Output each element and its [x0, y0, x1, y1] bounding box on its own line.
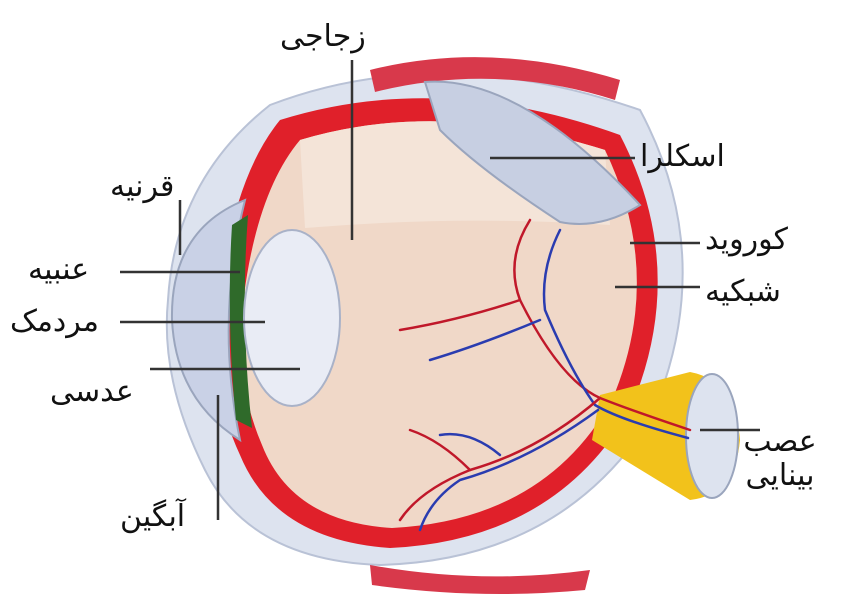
label-choroid: کوروید [705, 223, 788, 257]
label-retina: شبکیه [705, 275, 781, 309]
label-vitreous: زجاجی [280, 20, 366, 54]
label-pupil: مردمک [10, 305, 99, 339]
label-lens: عدسی [50, 375, 134, 409]
lens [244, 230, 340, 406]
label-optic-nerve: عصب بینایی [720, 425, 840, 493]
label-sclera: اسکلرا [640, 140, 725, 174]
label-iris: عنبیه [28, 253, 89, 287]
label-optic-nerve-line2: بینایی [720, 459, 840, 493]
label-aqueous: آبگین [120, 500, 185, 534]
label-cornea: قرنیه [110, 170, 174, 204]
label-optic-nerve-line1: عصب [720, 425, 840, 459]
bottom-muscle [370, 565, 590, 594]
